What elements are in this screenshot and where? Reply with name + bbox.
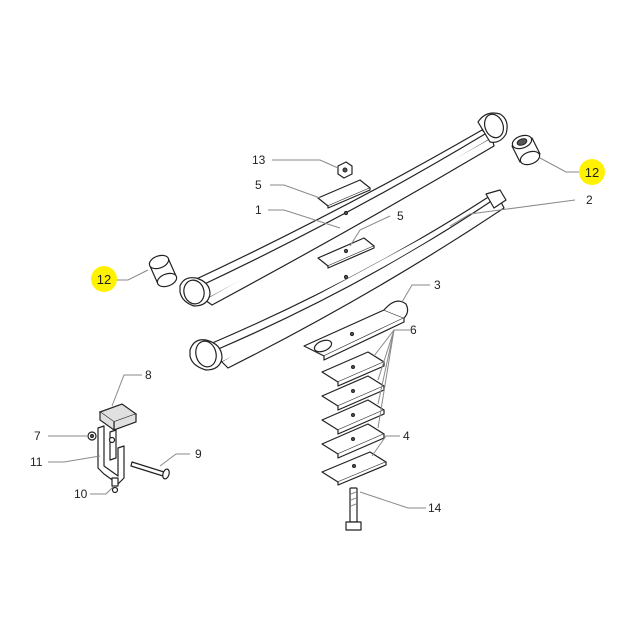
shackle-nut[interactable] bbox=[87, 431, 97, 441]
leader-lines bbox=[48, 157, 582, 509]
highlight-marker-right bbox=[579, 159, 605, 185]
callout-5-upper[interactable]: 5 bbox=[255, 178, 262, 192]
bushing-left[interactable] bbox=[148, 253, 179, 289]
shim-plate-middle[interactable] bbox=[317, 237, 375, 269]
bottom-plate[interactable] bbox=[321, 451, 387, 486]
callout-5-middle[interactable]: 5 bbox=[397, 209, 404, 223]
spacer-block-1[interactable] bbox=[321, 351, 385, 387]
nut[interactable] bbox=[337, 161, 353, 179]
spacer-block-3[interactable] bbox=[321, 399, 385, 435]
callout-14[interactable]: 14 bbox=[428, 501, 442, 515]
shim-plate-upper[interactable] bbox=[317, 179, 371, 209]
shackle-grease-fitting[interactable] bbox=[111, 477, 119, 494]
bushing-right[interactable] bbox=[511, 133, 542, 167]
callout-4[interactable]: 4 bbox=[403, 429, 410, 443]
callout-2[interactable]: 2 bbox=[586, 193, 593, 207]
callout-9[interactable]: 9 bbox=[195, 447, 202, 461]
highlight-marker-left bbox=[91, 266, 117, 292]
callout-8[interactable]: 8 bbox=[145, 368, 152, 382]
callout-1[interactable]: 1 bbox=[255, 203, 262, 217]
callout-12-right[interactable]: 12 bbox=[585, 165, 599, 180]
spring-seat[interactable] bbox=[303, 300, 409, 361]
callout-7[interactable]: 7 bbox=[34, 429, 41, 443]
callout-6[interactable]: 6 bbox=[410, 323, 417, 337]
lower-leaf-spring[interactable] bbox=[189, 189, 507, 371]
shackle-pin[interactable] bbox=[130, 461, 170, 480]
callout-10[interactable]: 10 bbox=[74, 487, 88, 501]
center-bolt[interactable] bbox=[345, 487, 362, 531]
callout-13[interactable]: 13 bbox=[252, 153, 266, 167]
shackle-bracket[interactable] bbox=[97, 425, 125, 485]
upper-leaf-spring[interactable] bbox=[179, 112, 508, 307]
spacer-block-2[interactable] bbox=[321, 375, 385, 411]
callout-12-left[interactable]: 12 bbox=[97, 272, 111, 287]
spacer-block-4[interactable] bbox=[321, 423, 385, 459]
callout-11[interactable]: 11 bbox=[30, 455, 43, 469]
callout-3[interactable]: 3 bbox=[434, 278, 441, 292]
shackle-pad[interactable] bbox=[98, 403, 138, 432]
